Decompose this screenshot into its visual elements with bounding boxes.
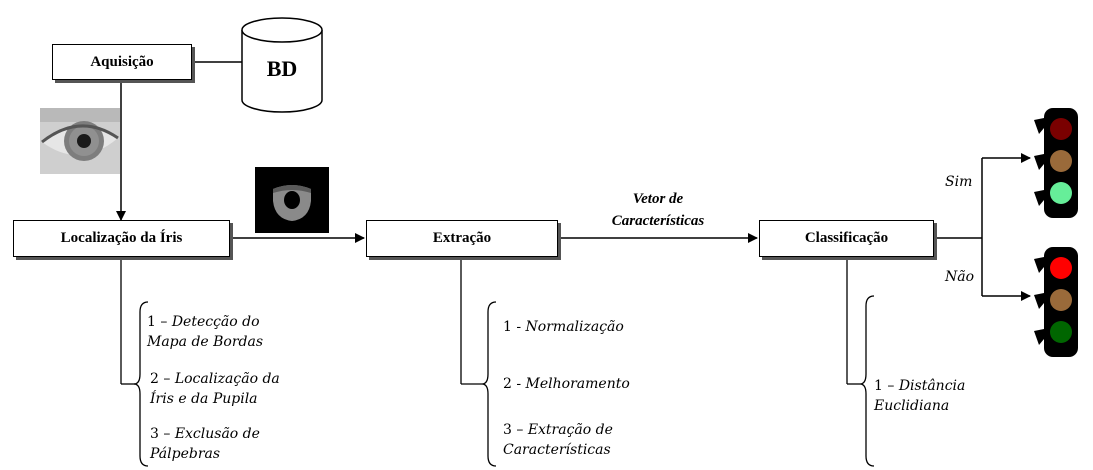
extracao-step-2: 2 - Melhoramento — [503, 374, 630, 394]
segmented-iris-icon — [255, 167, 329, 233]
step-number: 1 - — [503, 319, 526, 335]
step-text: Melhoramento — [525, 376, 630, 392]
node-localizacao: Localização da Íris — [13, 220, 230, 257]
traffic-light-green-icon — [1034, 108, 1078, 218]
step-text: Características — [503, 442, 611, 458]
node-extracao: Extração — [366, 220, 558, 257]
localizacao-step-1: 1 – Detecção do Mapa de Bordas — [147, 312, 263, 352]
step-number: 2 - — [503, 376, 526, 392]
step-text: Normalização — [525, 319, 624, 335]
localizacao-step-2: 2 – Localização da Íris e da Pupila — [150, 369, 280, 409]
step-text: Pálpebras — [150, 446, 221, 462]
step-text: Detecção do — [171, 314, 260, 330]
bracket-classificacao — [846, 257, 875, 467]
decision-branches — [934, 153, 1031, 301]
step-text: Distância — [898, 378, 966, 394]
bracket-extracao — [460, 257, 497, 467]
node-bd: BD — [266, 56, 298, 81]
eye-photo-icon — [40, 108, 120, 174]
step-number: 3 – — [503, 422, 528, 438]
edge-label-line1: Vetor de — [632, 191, 684, 207]
traffic-light-red-icon — [1034, 247, 1078, 357]
extracao-step-3: 3 – Extração de Características — [503, 420, 613, 460]
classificacao-step-1: 1 – Distância Euclidiana — [874, 376, 965, 416]
edge-label-vetor: Vetor de Características — [578, 188, 738, 232]
step-number: 1 – — [147, 314, 172, 330]
step-number: 2 – — [150, 371, 175, 387]
node-classificacao: Classificação — [759, 220, 934, 257]
step-text: Mapa de Bordas — [147, 334, 264, 350]
step-text: Localização da — [174, 371, 280, 387]
decision-no-label: Não — [945, 269, 975, 285]
localizacao-step-3: 3 – Exclusão de Pálpebras — [150, 424, 260, 464]
edge-label-line2: Características — [611, 213, 705, 229]
extracao-step-1: 1 - Normalização — [503, 317, 624, 337]
decision-yes-label: Sim — [945, 174, 973, 190]
node-aquisicao: Aquisição — [52, 44, 192, 80]
step-text: Euclidiana — [874, 398, 950, 414]
step-text: Exclusão de — [174, 426, 260, 442]
bracket-localizacao — [120, 257, 149, 467]
step-text: Íris e da Pupila — [150, 391, 258, 407]
step-number: 3 – — [150, 426, 175, 442]
database-cylinder — [241, 17, 323, 113]
step-number: 1 – — [874, 378, 899, 394]
step-text: Extração de — [527, 422, 613, 438]
